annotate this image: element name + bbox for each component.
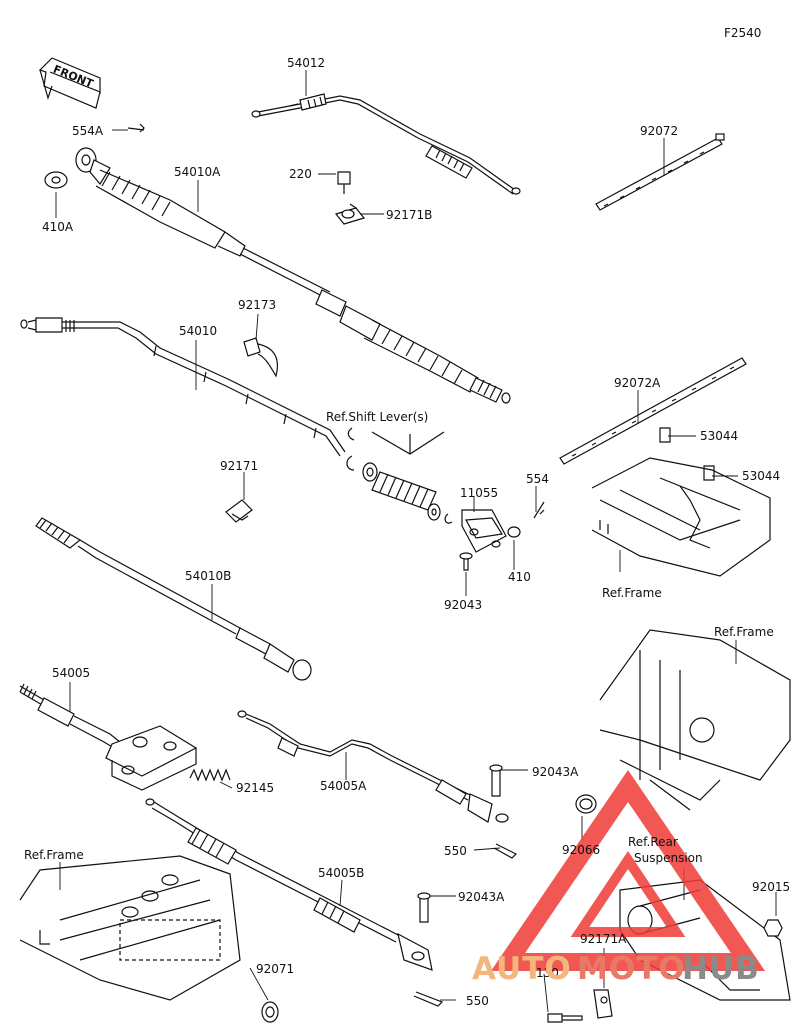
clamp-92171 bbox=[225, 499, 253, 523]
tie-92072a bbox=[559, 357, 747, 465]
watermark-moto: MOTO bbox=[577, 951, 686, 987]
part-92173: 92173 bbox=[238, 298, 277, 312]
cable-54010a bbox=[75, 147, 511, 404]
cable-54010b bbox=[35, 517, 312, 681]
watermark-hub: HUB bbox=[682, 951, 760, 987]
pin-92043a-lower bbox=[417, 892, 431, 923]
cap-92066 bbox=[575, 794, 597, 814]
clip-92173 bbox=[243, 337, 279, 378]
bracket-11055 bbox=[461, 509, 507, 553]
shift-lever-parts bbox=[346, 427, 453, 524]
bolt-220 bbox=[337, 171, 351, 194]
part-220: 220 bbox=[289, 167, 312, 181]
part-130: 130 bbox=[536, 966, 559, 980]
ref-frame-left: Ref.Frame bbox=[24, 848, 84, 862]
frame-section-middle-right bbox=[599, 629, 791, 811]
cable-54010 bbox=[20, 317, 346, 457]
part-53044-upper: 53044 bbox=[700, 429, 739, 443]
part-92072: 92072 bbox=[640, 124, 679, 138]
ref-rear-suspension-1: Ref.Rear bbox=[628, 835, 678, 849]
part-410: 410 bbox=[508, 570, 531, 584]
cable-54005a bbox=[237, 710, 509, 823]
part-92171a: 92171A bbox=[580, 932, 627, 946]
part-54005b: 54005B bbox=[318, 866, 365, 880]
part-54010b: 54010B bbox=[185, 569, 232, 583]
nut-92015 bbox=[763, 919, 783, 937]
washer-410a bbox=[44, 171, 68, 189]
pin-92043 bbox=[459, 552, 473, 571]
cotter-pin-550-lower bbox=[413, 991, 444, 1007]
tie-92072 bbox=[595, 133, 725, 211]
cotter-pin-554a bbox=[127, 123, 145, 133]
cotter-pin-554 bbox=[533, 501, 545, 519]
figure-code: F2540 bbox=[724, 26, 762, 40]
part-410a: 410A bbox=[42, 220, 74, 234]
part-92066: 92066 bbox=[562, 843, 601, 857]
ref-rear-suspension-2: Suspension bbox=[634, 851, 703, 865]
part-92072a: 92072A bbox=[614, 376, 661, 390]
frame-section-upper-right bbox=[591, 457, 771, 577]
grommet-92071 bbox=[261, 1001, 279, 1023]
ref-frame-upper: Ref.Frame bbox=[602, 586, 662, 600]
ref-shift-lever: Ref.Shift Lever(s) bbox=[326, 410, 429, 424]
part-92043: 92043 bbox=[444, 598, 483, 612]
cable-54012 bbox=[251, 93, 521, 195]
part-53044-lower: 53044 bbox=[742, 469, 781, 483]
cable-54005 bbox=[19, 683, 198, 791]
part-54010: 54010 bbox=[179, 324, 218, 338]
part-54005a: 54005A bbox=[320, 779, 367, 793]
part-92015: 92015 bbox=[752, 880, 791, 894]
part-92171: 92171 bbox=[220, 459, 259, 473]
part-54010a: 54010A bbox=[174, 165, 221, 179]
bolt-130 bbox=[547, 1013, 583, 1023]
part-92145: 92145 bbox=[236, 781, 275, 795]
part-554a: 554A bbox=[72, 124, 104, 138]
watermark-auto: AUTO bbox=[472, 951, 572, 987]
spring-92145 bbox=[189, 768, 231, 782]
part-54005: 54005 bbox=[52, 666, 91, 680]
cotter-pin-550-upper bbox=[493, 843, 518, 859]
cable-54005b bbox=[145, 798, 433, 971]
pin-92043a-upper bbox=[489, 764, 503, 797]
part-92043a-lower: 92043A bbox=[458, 890, 505, 904]
part-554: 554 bbox=[526, 472, 549, 486]
watermark-logo-icon bbox=[490, 770, 766, 971]
part-92171b: 92171B bbox=[386, 208, 433, 222]
part-54012: 54012 bbox=[287, 56, 326, 70]
part-550-lower: 550 bbox=[466, 994, 489, 1008]
part-92043a-upper: 92043A bbox=[532, 765, 579, 779]
clamp-92171a bbox=[593, 989, 613, 1019]
part-550-upper: 550 bbox=[444, 844, 467, 858]
part-11055: 11055 bbox=[460, 486, 499, 500]
part-92071: 92071 bbox=[256, 962, 295, 976]
washer-410 bbox=[507, 526, 521, 538]
frame-section-lower-left bbox=[19, 855, 241, 1001]
front-arrow-icon bbox=[38, 57, 101, 109]
clamp-92171b bbox=[334, 203, 366, 225]
ref-frame-right: Ref.Frame bbox=[714, 625, 774, 639]
